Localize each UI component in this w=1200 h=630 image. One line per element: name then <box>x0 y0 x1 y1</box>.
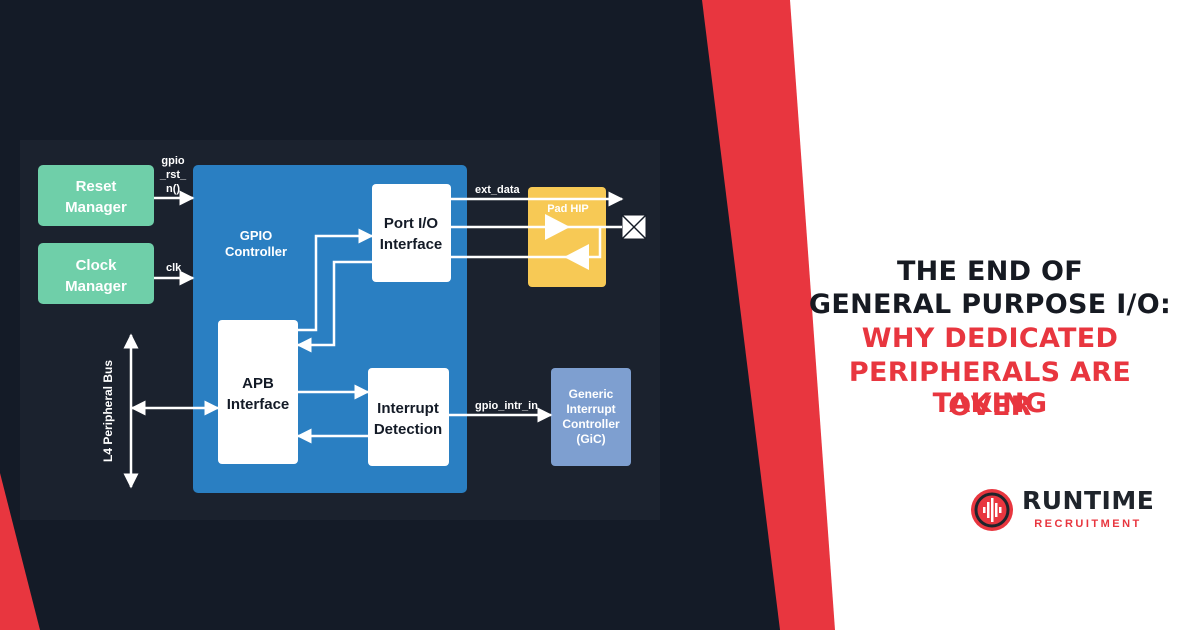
reset-manager-block: Reset Manager <box>38 165 154 226</box>
waveform-icon <box>971 489 1013 531</box>
clock-manager-label-2: Manager <box>65 278 127 295</box>
input-line <box>451 227 602 259</box>
sig-ext-label: ext_data <box>475 184 521 196</box>
apb-label-1: APB <box>242 375 274 392</box>
reset-manager-label-2: Manager <box>65 199 127 216</box>
sig-rst-label-1: gpio <box>161 155 184 167</box>
gic-label-1: Generic <box>569 387 614 401</box>
pad-pin-icon <box>621 214 647 240</box>
runtime-logo: RUNTIME RECRUITMENT <box>970 486 1160 536</box>
clock-manager-block: Clock Manager <box>38 243 154 304</box>
apb-label-2: Interface <box>227 396 290 413</box>
gic-label-2: Interrupt <box>566 402 615 416</box>
clock-manager-label-1: Clock <box>76 257 118 274</box>
gpio-controller-label-1: GPIO <box>240 228 273 243</box>
apb-interface-block: APB Interface <box>218 320 298 464</box>
sig-rst-label-3: n() <box>166 183 180 195</box>
sig-rst-label-2: _rst_ <box>159 169 187 181</box>
headline-line-2: GENERAL PURPOSE I/O: <box>808 289 1172 320</box>
logo-wordmark: RUNTIME <box>1022 486 1155 515</box>
gpio-controller-label-2: Controller <box>225 244 287 259</box>
pad-hip-label: Pad HIP <box>547 203 589 215</box>
reset-manager-label-1: Reset <box>76 178 117 195</box>
port-io-label-1: Port I/O <box>384 215 439 232</box>
logo-subtitle: RECRUITMENT <box>1034 518 1142 530</box>
port-io-label-2: Interface <box>380 236 443 253</box>
pad-hip-block: Pad HIP <box>528 187 606 287</box>
gic-block: Generic Interrupt Controller (GiC) <box>551 368 631 466</box>
headline-line-3: WHY DEDICATED <box>861 323 1119 354</box>
headline-line-1: THE END OF <box>896 256 1084 287</box>
sig-clk-label: clk <box>166 262 182 274</box>
bus-label: L4 Peripheral Bus <box>101 360 115 462</box>
sig-intr-label: gpio_intr_in <box>475 400 538 412</box>
headline-line-5: OVER <box>948 391 1032 422</box>
apb-to-port-line <box>298 228 374 332</box>
signal-lines <box>123 190 624 489</box>
port-io-interface-block: Port I/O Interface <box>372 184 451 282</box>
port-to-apb-line <box>296 260 372 353</box>
gic-label-4: (GiC) <box>576 432 605 446</box>
interrupt-label-2: Detection <box>374 421 442 438</box>
headline-line-4: PERIPHERALS ARE TAKING <box>848 357 1132 419</box>
interrupt-detection-block: Interrupt Detection <box>368 368 449 466</box>
gic-label-3: Controller <box>562 417 620 431</box>
red-corner-stripe <box>0 473 40 630</box>
interrupt-label-1: Interrupt <box>377 400 439 417</box>
